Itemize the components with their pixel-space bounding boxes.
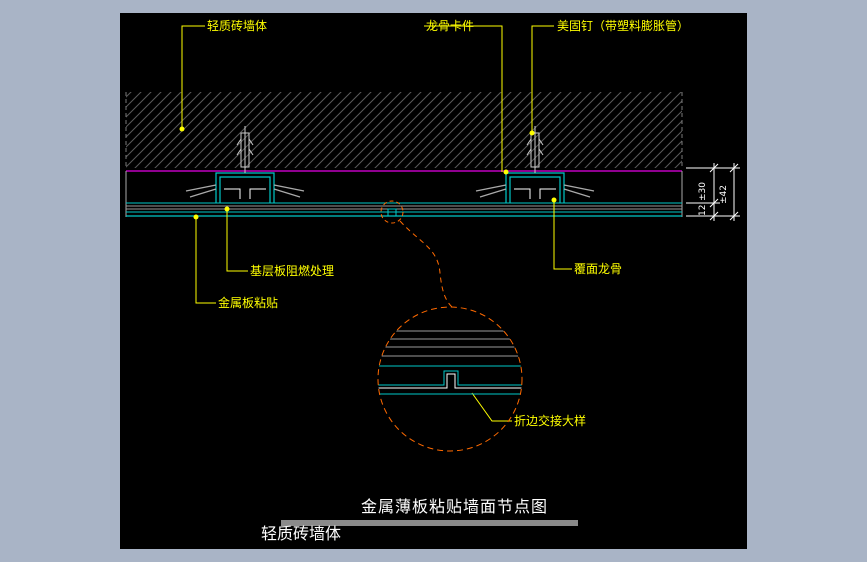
label-fireproof: 基层板阻燃处理 bbox=[250, 264, 335, 278]
section-drawing bbox=[125, 25, 740, 452]
anchor-left bbox=[236, 126, 254, 173]
title-underline bbox=[281, 520, 578, 526]
detail-marker bbox=[380, 200, 404, 224]
detail-enlarged bbox=[377, 306, 523, 452]
label-cover-keel: 覆面龙骨 bbox=[574, 262, 623, 276]
label-keel-clip: 龙骨卡件 bbox=[426, 19, 475, 33]
cad-viewport[interactable]: 轻质砖墙体 龙骨卡件 美固钉（带塑料膨胀管） 基层板阻燃处理 金属板粘贴 覆面龙… bbox=[120, 13, 747, 549]
leader-lines bbox=[181, 25, 572, 422]
anchor-right bbox=[526, 126, 544, 173]
leader-dots bbox=[179, 126, 557, 220]
keel-left bbox=[185, 172, 305, 203]
dimension-42: ±42 bbox=[719, 185, 729, 204]
drawing-title: 金属薄板粘贴墙面节点图 bbox=[361, 497, 549, 516]
dimension-lines bbox=[686, 163, 740, 221]
label-fold-detail: 折边交接大样 bbox=[514, 414, 587, 428]
label-anchor: 美固钉（带塑料膨胀管） bbox=[557, 19, 690, 33]
label-brick-wall: 轻质砖墙体 bbox=[207, 19, 268, 33]
brick-wall-hatch bbox=[126, 92, 682, 168]
detail-connector bbox=[399, 220, 453, 308]
keel-right bbox=[475, 172, 595, 203]
dimension-12: 12 bbox=[698, 204, 708, 216]
drawing-subtitle: 轻质砖墙体 bbox=[261, 524, 342, 543]
dimension-30: ±30 bbox=[698, 182, 708, 201]
label-metal-adhesive: 金属板粘贴 bbox=[218, 296, 279, 310]
